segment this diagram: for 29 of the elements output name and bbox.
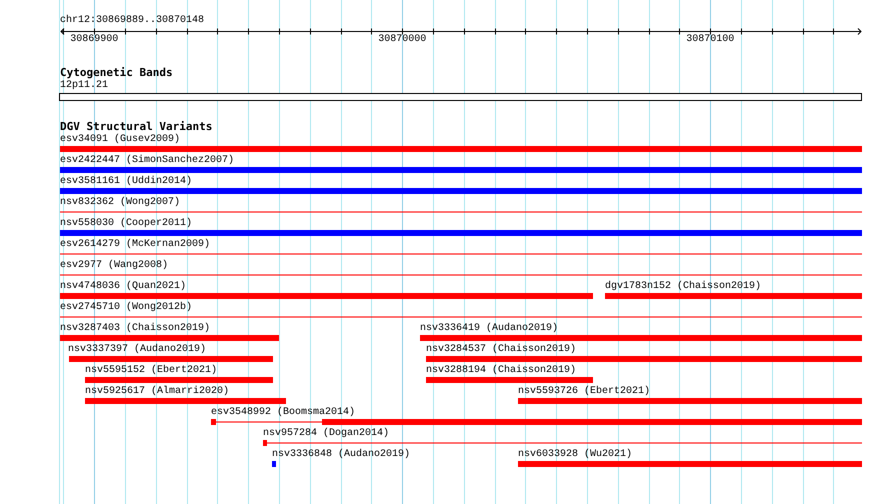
feature-label: nsv558030 (Cooper2011) — [60, 218, 192, 230]
feature-label: nsv3337397 (Audano2019) — [68, 344, 206, 356]
feature-label: esv2745710 (Wong2012b) — [60, 302, 192, 314]
coordinate-heading: chr12:30869889..30870148 — [60, 15, 204, 27]
feature-label: nsv5925617 (Almarri2020) — [85, 386, 230, 398]
feature-label: nsv5595152 (Ebert2021) — [85, 365, 218, 377]
tick-label: 30870000 — [378, 34, 426, 46]
tick-label: 30869900 — [70, 34, 118, 46]
feature-label: nsv6033928 (Wu2021) — [518, 449, 632, 461]
feature-label: esv2422447 (SimonSanchez2007) — [60, 155, 234, 167]
feature-label: nsv5593726 (Ebert2021) — [518, 386, 650, 398]
feature-label: esv3581161 (Uddin2014) — [60, 176, 192, 188]
feature-label: esv2977 (Wang2008) — [60, 260, 168, 272]
feature-label: nsv3288194 (Chaisson2019) — [426, 365, 576, 377]
feature-label: nsv832362 (Wong2007) — [60, 197, 180, 209]
feature-label: dgv1783n152 (Chaisson2019) — [605, 281, 762, 293]
feature-label: nsv3336419 (Audano2019) — [420, 323, 558, 335]
track-heading: DGV Structural Variants — [60, 121, 212, 133]
feature-label: nsv4748036 (Quan2021) — [60, 281, 186, 293]
feature-label: esv2614279 (McKernan2009) — [60, 239, 210, 251]
feature-label: nsv3287403 (Chaisson2019) — [60, 323, 210, 335]
tick-label: 30870100 — [686, 34, 734, 46]
feature-label: nsv957284 (Dogan2014) — [263, 428, 390, 440]
feature-label: esv3548992 (Boomsma2014) — [211, 407, 356, 419]
feature-label: nsv3284537 (Chaisson2019) — [426, 344, 576, 356]
track-heading: Cytogenetic Bands — [60, 67, 173, 79]
band-label: 12p11.21 — [60, 80, 108, 92]
feature-label: esv34091 (Gusev2009) — [60, 134, 180, 146]
feature-label: nsv3336848 (Audano2019) — [272, 449, 410, 461]
